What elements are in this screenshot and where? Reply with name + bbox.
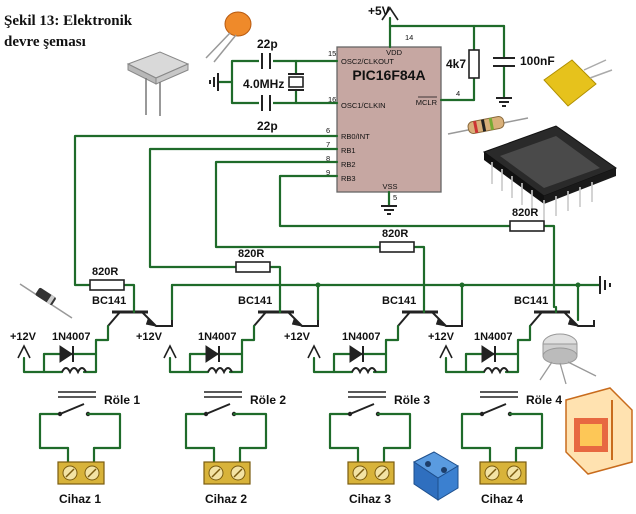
relay-coil bbox=[61, 367, 87, 375]
pullup-resistor-label: 4k7 bbox=[446, 57, 466, 71]
pin-label-rb0: RB0/INT bbox=[341, 132, 370, 141]
oscillator-circuit: 22p 22p 4.0MHz bbox=[209, 37, 339, 133]
figure-caption-line2: devre şeması bbox=[4, 34, 86, 50]
transistor-label: BC141 bbox=[382, 295, 416, 307]
pin-num-osc2: 15 bbox=[328, 49, 336, 58]
device-label: Cihaz 3 bbox=[349, 492, 391, 506]
crystal-symbol bbox=[288, 76, 304, 88]
diode-photo bbox=[19, 283, 73, 319]
diode-label: 1N4007 bbox=[342, 331, 381, 343]
base-resistor-2-label: 820R bbox=[238, 248, 264, 260]
cap-top-label: 22p bbox=[257, 37, 278, 51]
cap-bottom-label: 22p bbox=[257, 119, 278, 133]
ceramic-capacitor-photo bbox=[205, 11, 252, 63]
relay-label: Röle 4 bbox=[526, 393, 562, 407]
figure-caption-line1: Şekil 13: Elektronik bbox=[4, 13, 133, 29]
pin-label-vss: VSS bbox=[382, 182, 397, 191]
pin-num-rb1: 7 bbox=[326, 140, 330, 149]
transistor-label: BC141 bbox=[514, 295, 548, 307]
relay-label: Röle 1 bbox=[104, 393, 140, 407]
supply-12v-label: +12V bbox=[284, 331, 311, 343]
device-label: Cihaz 1 bbox=[59, 492, 101, 506]
transistor-collector bbox=[253, 311, 267, 327]
device-label: Cihaz 2 bbox=[205, 492, 247, 506]
diode-label: 1N4007 bbox=[52, 331, 91, 343]
decoupling-cap-label: 100nF bbox=[520, 54, 555, 68]
supply-12v-label: +12V bbox=[428, 331, 455, 343]
supply-12v-label: +12V bbox=[10, 331, 37, 343]
base-resistor-3-label: 820R bbox=[382, 228, 408, 240]
supply-network: +5V 4k7 100nF bbox=[368, 4, 555, 107]
pin-num-vss: 5 bbox=[393, 193, 397, 202]
pin-label-osc2: OSC2/CLKOUT bbox=[341, 57, 394, 66]
transistor-label: BC141 bbox=[92, 295, 126, 307]
ic-name: PIC16F84A bbox=[352, 67, 425, 83]
supply-12v-label: +12V bbox=[136, 331, 163, 343]
ic-socket-photo bbox=[482, 125, 618, 220]
base-resistor-1 bbox=[89, 279, 125, 291]
transistor-label: BC141 bbox=[238, 295, 272, 307]
pin-num-vdd: 14 bbox=[405, 33, 413, 42]
pin-num-mclr: 4 bbox=[456, 89, 460, 98]
crystal-photo bbox=[126, 51, 190, 116]
device-label: Cihaz 4 bbox=[481, 492, 523, 506]
pin-num-osc1: 16 bbox=[328, 95, 336, 104]
pin-label-rb2: RB2 bbox=[341, 160, 356, 169]
relay-switch-contact bbox=[481, 403, 507, 415]
relay-photo bbox=[565, 387, 633, 475]
pin-num-rb0: 6 bbox=[326, 126, 330, 135]
supply-5v-label: +5V bbox=[368, 4, 390, 18]
base-resistor-1-label: 820R bbox=[92, 266, 118, 278]
transistor-collector bbox=[107, 311, 121, 327]
pin-num-rb2: 8 bbox=[326, 154, 330, 163]
pin-label-rb3: RB3 bbox=[341, 174, 356, 183]
pin-label-vdd: VDD bbox=[386, 48, 402, 57]
base-resistor-4 bbox=[509, 220, 545, 232]
diode-symbol bbox=[59, 345, 73, 363]
port-b-wiring: 820R 820R 820R 820R bbox=[73, 134, 556, 309]
relay-label: Röle 3 bbox=[394, 393, 430, 407]
film-capacitor-photo bbox=[543, 59, 613, 107]
relay-coil bbox=[351, 367, 377, 375]
relay-switch-contact bbox=[349, 403, 375, 415]
diode-label: 1N4007 bbox=[198, 331, 237, 343]
screw-terminal-photo bbox=[413, 451, 459, 501]
relay-label: Röle 2 bbox=[250, 393, 286, 407]
pin-label-osc1: OSC1/CLKIN bbox=[341, 101, 386, 110]
emitter-ground-rail bbox=[170, 276, 611, 322]
pin-label-rb1: RB1 bbox=[341, 146, 356, 155]
crystal-label: 4.0MHz bbox=[243, 77, 284, 91]
pic16f84a-microcontroller: PIC16F84A VDD OSC2/CLKOUT OSC1/CLKIN MCL… bbox=[326, 33, 460, 202]
metal-transistor-photo bbox=[539, 333, 597, 385]
relay-coil bbox=[483, 367, 509, 375]
pullup-resistor bbox=[468, 49, 480, 79]
pin-label-mclr: MCLR bbox=[416, 98, 438, 107]
transistor-collector bbox=[397, 311, 411, 327]
diode-label: 1N4007 bbox=[474, 331, 513, 343]
diode-symbol bbox=[205, 345, 219, 363]
diode-symbol bbox=[349, 345, 363, 363]
relay-coil bbox=[207, 367, 233, 375]
relay-switch-contact bbox=[205, 403, 231, 415]
pin-num-rb3: 9 bbox=[326, 168, 330, 177]
transistor-collector bbox=[529, 311, 543, 327]
resistor-photo bbox=[447, 116, 529, 135]
mcu-ground bbox=[381, 190, 397, 215]
base-resistor-2 bbox=[235, 261, 271, 273]
diode-symbol bbox=[481, 345, 495, 363]
base-resistor-3 bbox=[379, 241, 415, 253]
relay-switch-contact bbox=[59, 403, 85, 415]
base-resistor-4-label: 820R bbox=[512, 207, 538, 219]
